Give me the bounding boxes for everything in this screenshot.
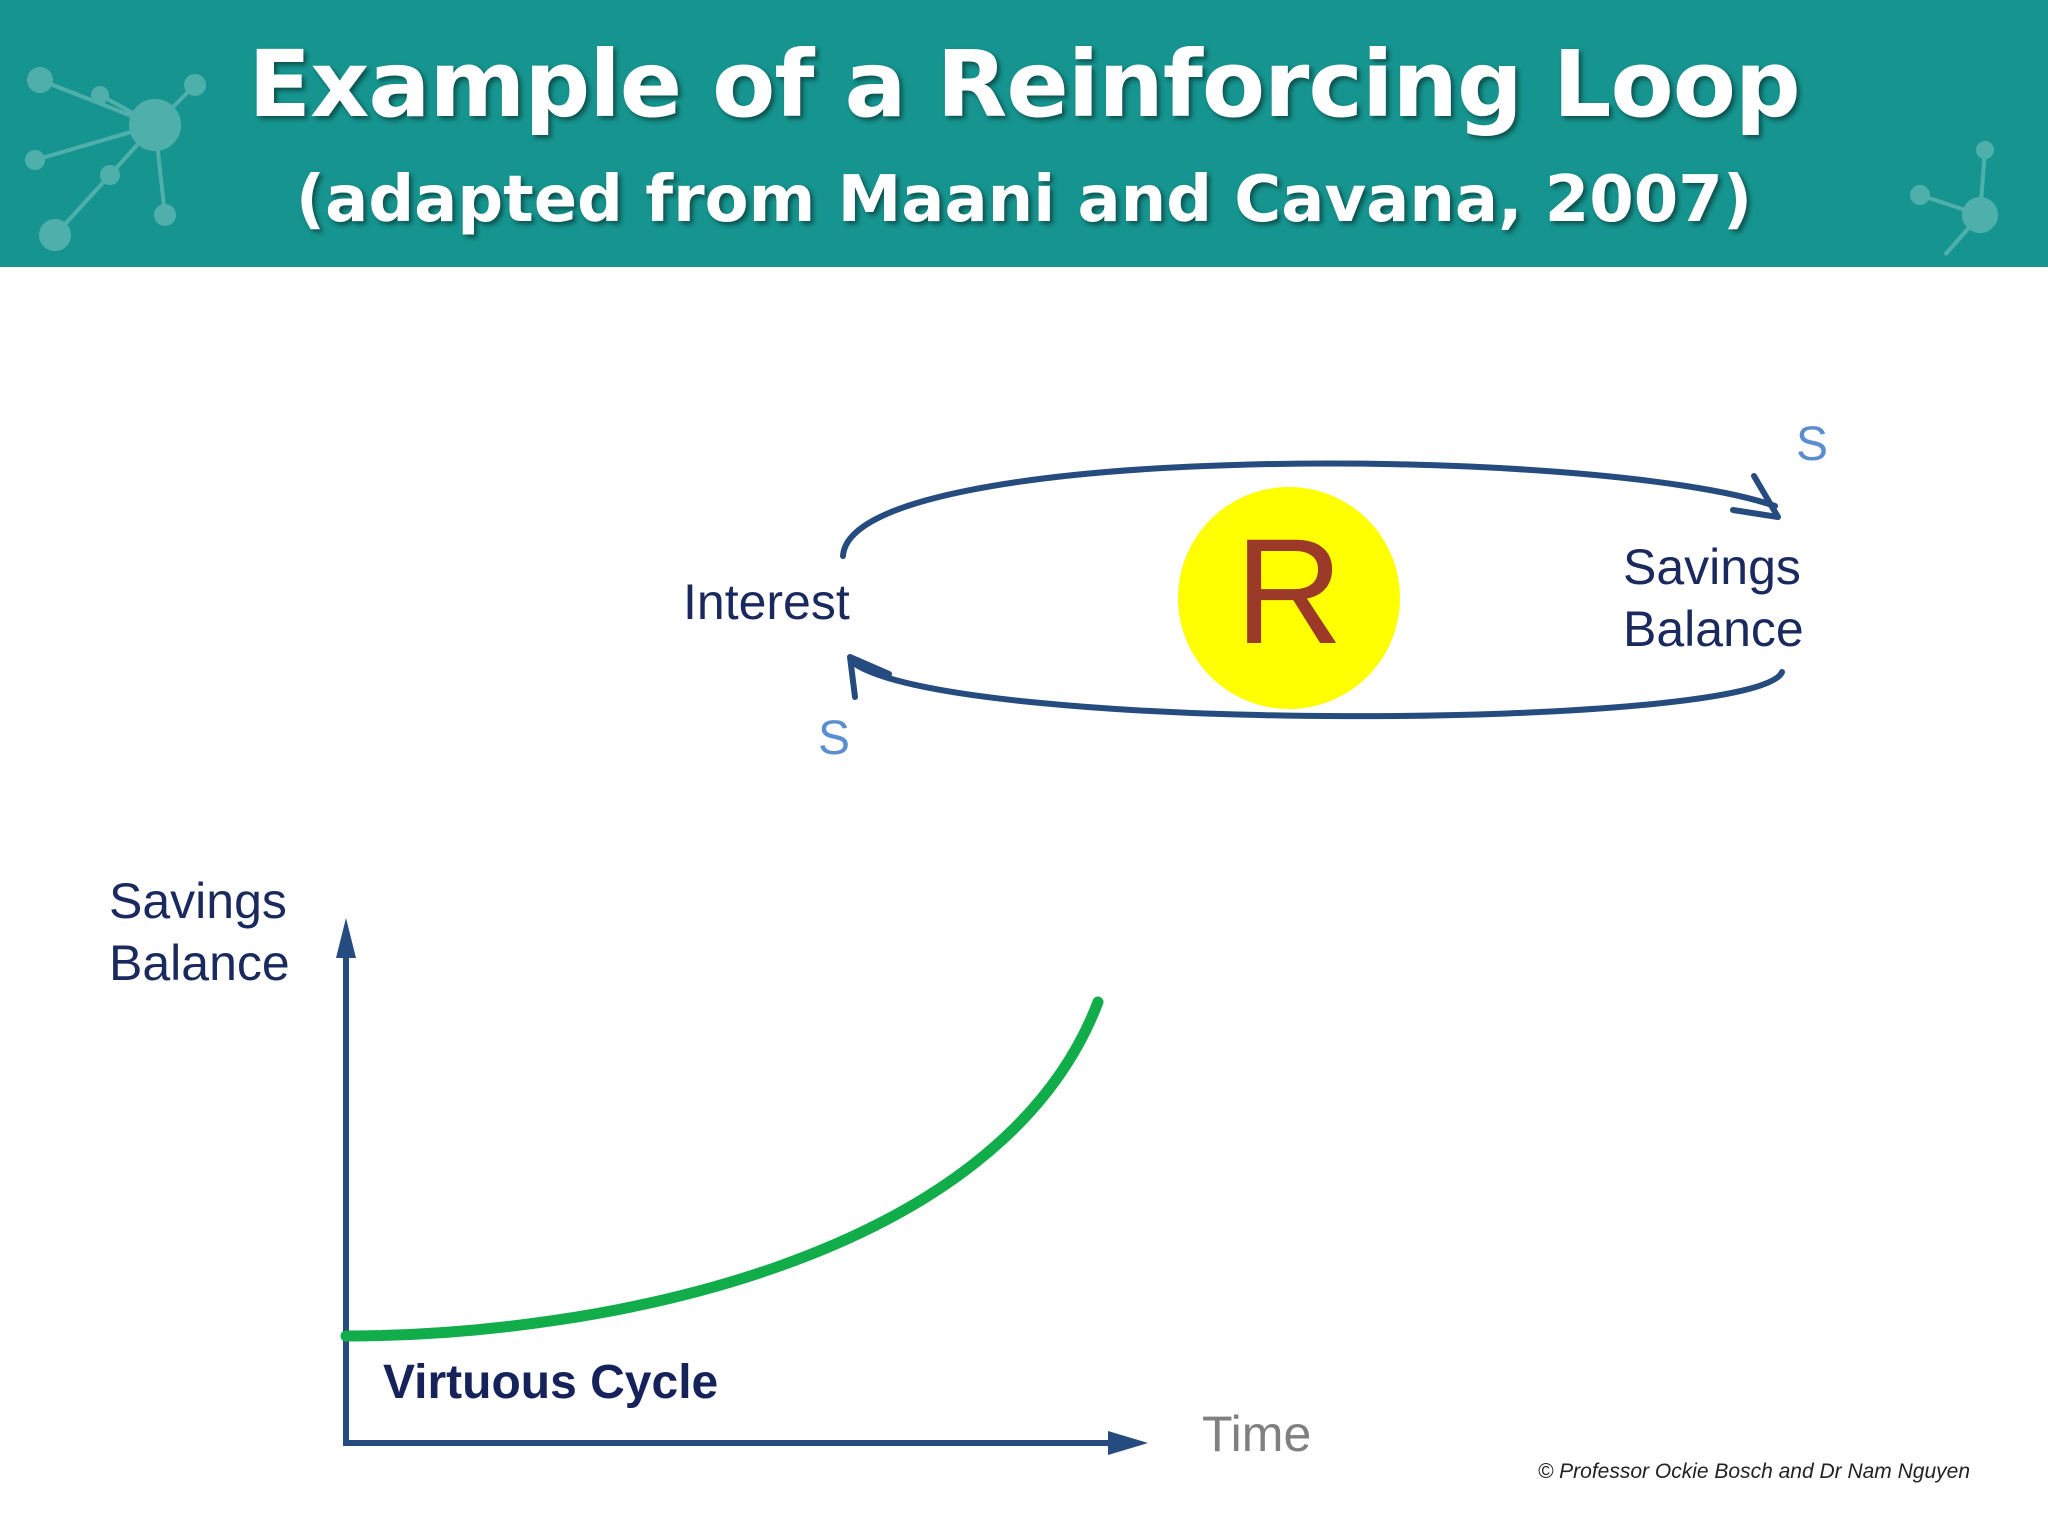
loop-arrow-top	[840, 460, 1778, 559]
node-savings-line1: Savings	[1623, 539, 1801, 595]
polarity-top: S	[1796, 418, 1829, 471]
reinforcing-loop-label: R	[1234, 507, 1344, 675]
title-banner: Example of a Reinforcing Loop (adapted f…	[0, 0, 2048, 267]
node-interest: Interest	[683, 574, 850, 630]
x-axis-arrowhead	[1108, 1431, 1148, 1455]
copyright-notice: © Professor Ockie Bosch and Dr Nam Nguye…	[1537, 1460, 1970, 1483]
y-axis-label-line1: Savings	[109, 873, 287, 929]
x-axis-label: Time	[1202, 1406, 1312, 1462]
slide-subtitle: (adapted from Maani and Cavana, 2007)	[295, 163, 1753, 237]
slide-title: Example of a Reinforcing Loop	[248, 31, 1801, 138]
polarity-bottom: S	[818, 712, 851, 765]
growth-curve	[340, 996, 1104, 1342]
y-axis-arrowhead	[336, 918, 356, 958]
loop-arrowhead-bottom	[847, 654, 892, 700]
curve-label: Virtuous Cycle	[383, 1356, 719, 1409]
loop-arrow-bottom	[849, 659, 1785, 720]
network-nodes-icon	[25, 67, 1998, 257]
node-savings-line2: Balance	[1623, 601, 1804, 657]
reinforcing-loop-badge	[1178, 487, 1400, 709]
y-axis-label-line2: Balance	[109, 935, 290, 991]
loop-arrowhead-top	[1730, 473, 1781, 520]
